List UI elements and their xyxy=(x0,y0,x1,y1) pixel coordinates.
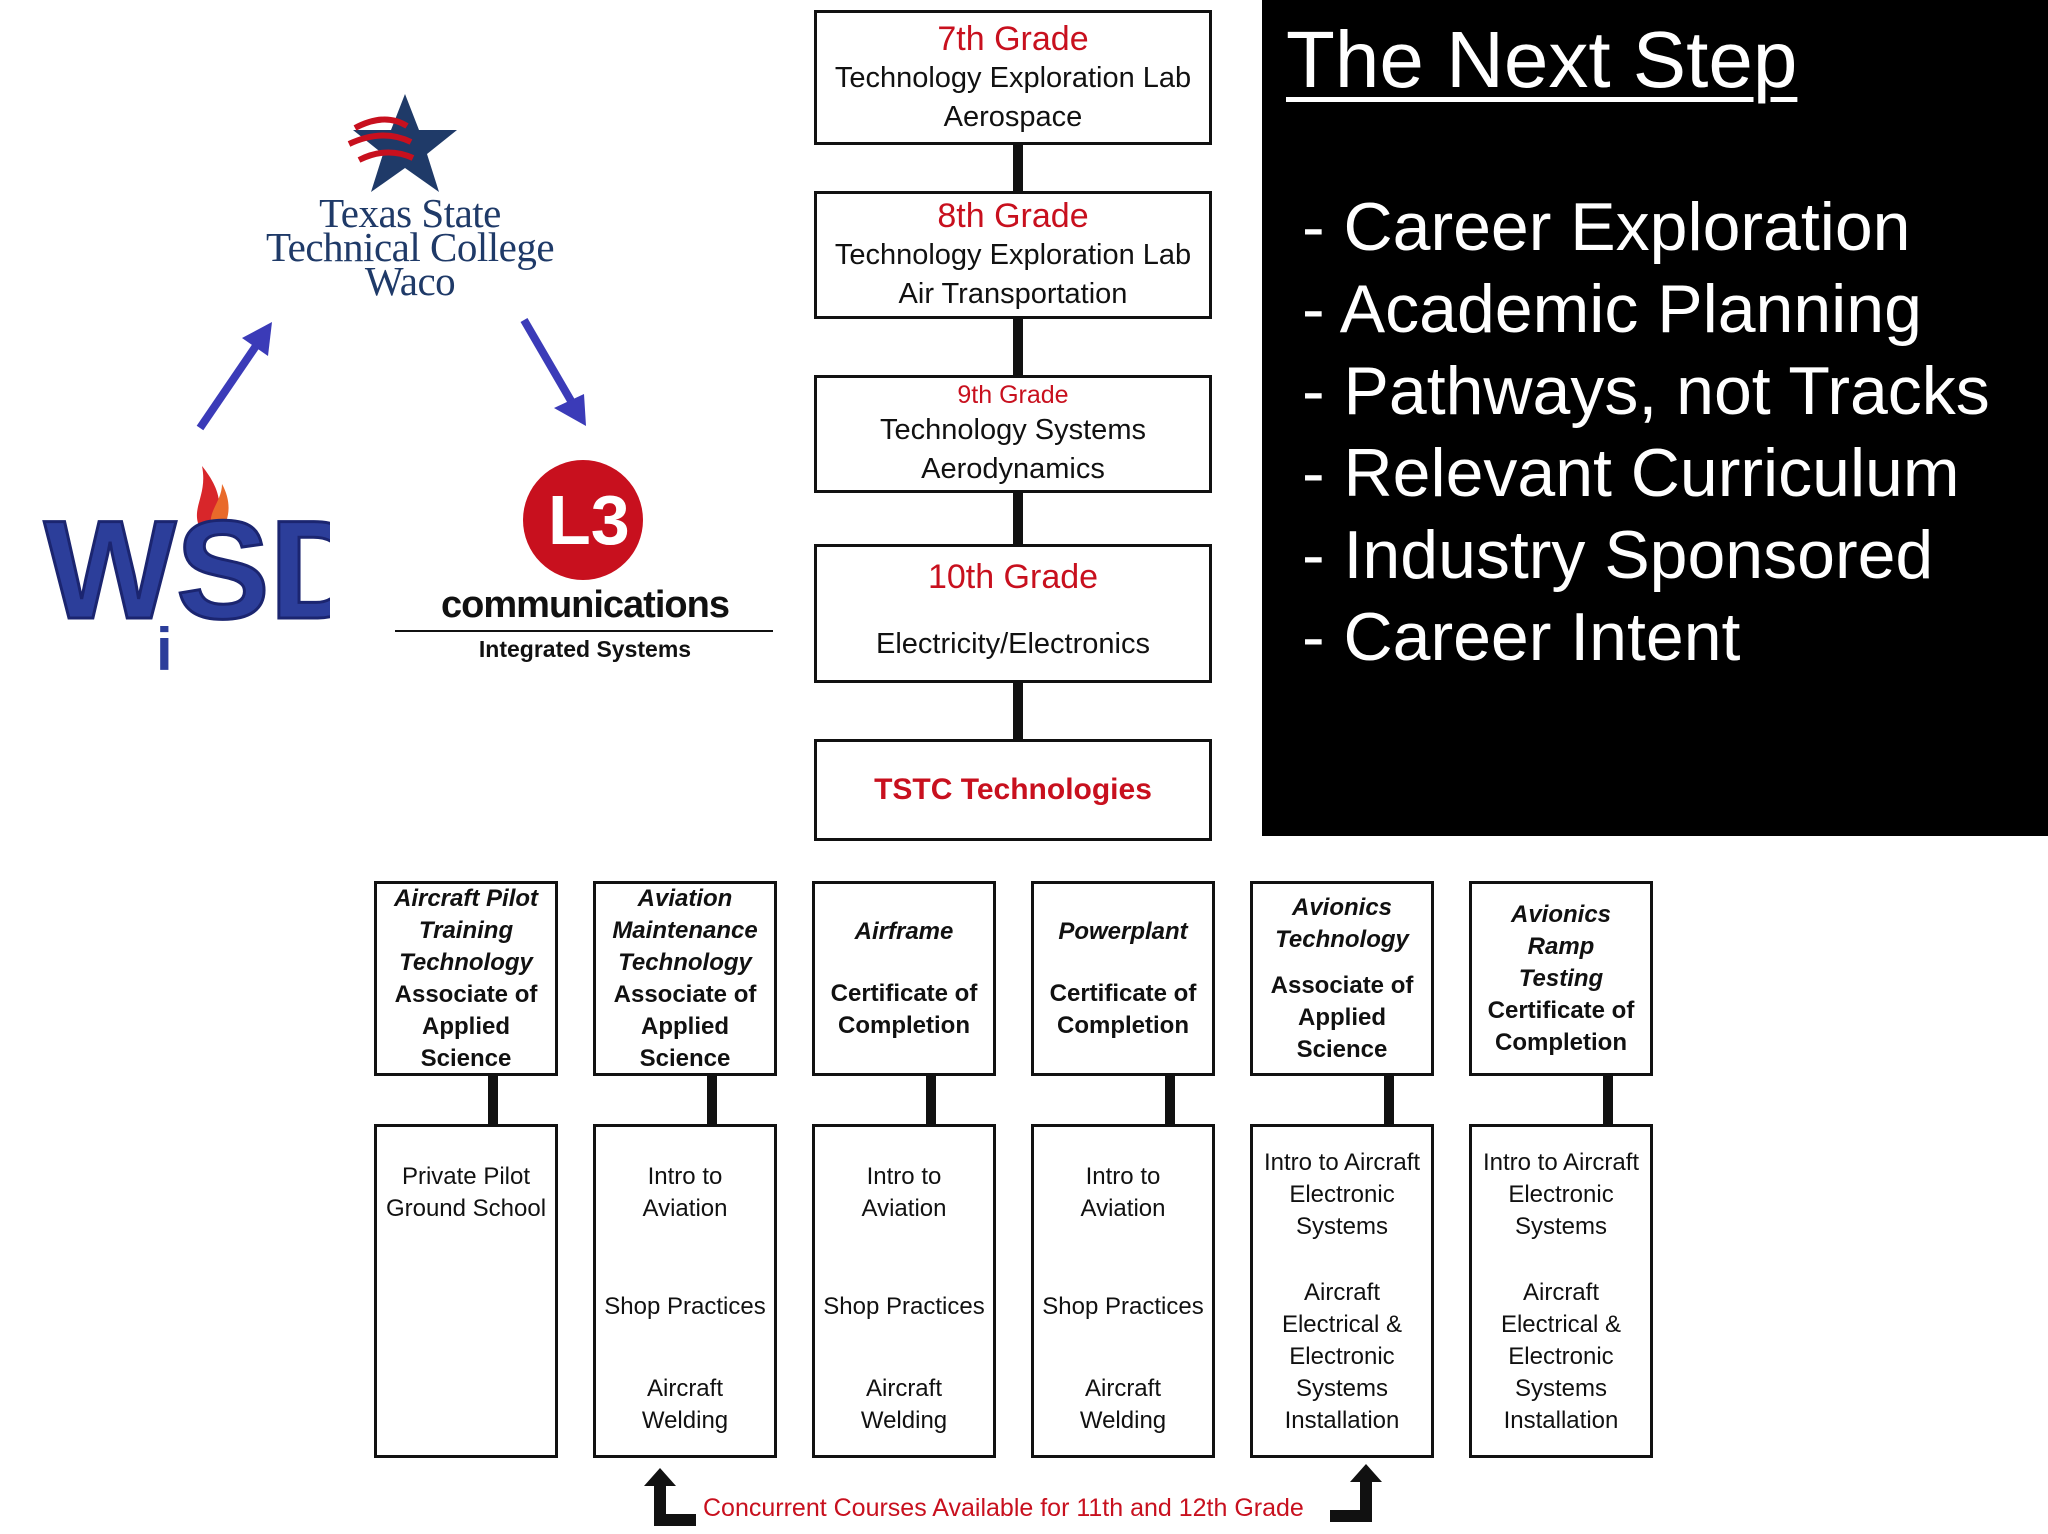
tstc-logo-text: Texas State Technical College Waco xyxy=(265,190,555,304)
panel-item: - Career Intent xyxy=(1302,599,1741,675)
course-box-pilot: Private Pilot Ground School xyxy=(374,1124,558,1458)
program-box-avionics-ramp-testing: Avionics Ramp Testing Certificate of Com… xyxy=(1469,881,1653,1076)
wisd-logo: WSD i xyxy=(43,466,330,683)
course-box-aviation-maintenance: Intro to Aviation Shop Practices Aircraf… xyxy=(593,1124,777,1458)
program-box-powerplant: Powerplant Certificate of Completion xyxy=(1031,881,1215,1076)
concurrent-courses-note: Concurrent Courses Available for 11th an… xyxy=(703,1494,1304,1522)
panel-item: - Pathways, not Tracks xyxy=(1302,353,1990,429)
course-item: Aircraft Welding xyxy=(641,1375,729,1434)
program-box-airframe: Airframe Certificate of Completion xyxy=(812,881,996,1076)
corner-up-arrow-icon xyxy=(1330,1464,1382,1522)
connector xyxy=(1384,1076,1394,1124)
course-box-powerplant: Intro to Aviation Shop Practices Aircraf… xyxy=(1031,1124,1215,1458)
l3-subtitle: Integrated Systems xyxy=(478,636,692,662)
divider xyxy=(395,630,773,632)
course-box-airframe: Intro to Aviation Shop Practices Aircraf… xyxy=(812,1124,996,1458)
connector xyxy=(1165,1076,1175,1124)
grade-box-8th: 8th Grade Technology Exploration Lab Air… xyxy=(814,191,1212,319)
panel-item: - Industry Sponsored xyxy=(1302,517,1934,593)
course-item: Intro to Aviation xyxy=(642,1163,728,1222)
panel-item: - Relevant Curriculum xyxy=(1302,435,1960,511)
course-item: Intro to Aircraft Electronic Systems xyxy=(1482,1149,1640,1240)
connector xyxy=(1013,493,1023,544)
corner-up-arrow-icon xyxy=(644,1468,696,1526)
grade-box-10th: 10th Grade Electricity/Electronics xyxy=(814,544,1212,683)
next-step-panel: The Next Step - Career Exploration - Aca… xyxy=(1262,0,2048,836)
up-arrow-icon xyxy=(196,322,272,431)
panel-list: - Career Exploration - Academic Planning… xyxy=(1302,186,1990,678)
course-item: Aircraft Welding xyxy=(860,1375,948,1434)
course-box-avionics-technology: Intro to Aircraft Electronic Systems Air… xyxy=(1250,1124,1434,1458)
connector xyxy=(1603,1076,1613,1124)
connector xyxy=(1013,145,1023,191)
course-item: Shop Practices xyxy=(604,1293,766,1320)
grade-box-9th: 9th Grade Technology Systems Aerodynamic… xyxy=(814,375,1212,493)
connector xyxy=(1013,319,1023,375)
course-item: Intro to Aviation xyxy=(1080,1163,1166,1222)
course-item: Intro to Aviation xyxy=(861,1163,947,1222)
panel-title: The Next Step xyxy=(1286,15,1798,104)
course-item: Aircraft Welding xyxy=(1079,1375,1167,1434)
course-item: Shop Practices xyxy=(1042,1293,1204,1320)
connector xyxy=(488,1076,498,1124)
course-item: Aircraft Electrical & Electronic Systems… xyxy=(1500,1279,1622,1434)
program-box-pilot: Aircraft Pilot Training Technology Assoc… xyxy=(374,881,558,1076)
grade-box-7th: 7th Grade Technology Exploration Lab Aer… xyxy=(814,10,1212,145)
tstc-technologies-box: TSTC Technologies xyxy=(814,739,1212,841)
course-box-avionics-ramp-testing: Intro to Aircraft Electronic Systems Air… xyxy=(1469,1124,1653,1458)
course-item: Shop Practices xyxy=(823,1293,985,1320)
panel-item: - Career Exploration xyxy=(1302,189,1911,265)
connector xyxy=(926,1076,936,1124)
course-item: Aircraft Electrical & Electronic Systems… xyxy=(1281,1279,1403,1434)
program-box-aviation-maintenance: Aviation Maintenance Technology Associat… xyxy=(593,881,777,1076)
course-item: Private Pilot Ground School xyxy=(385,1163,547,1222)
connector xyxy=(1013,683,1023,739)
program-box-avionics-technology: Avionics Technology Associate of Applied… xyxy=(1250,881,1434,1076)
down-arrow-icon xyxy=(520,317,586,426)
l3-company-name: communications xyxy=(441,584,730,626)
tstc-star-icon xyxy=(347,94,457,192)
svg-text:WSD: WSD xyxy=(44,491,330,648)
svg-text:i: i xyxy=(156,616,173,683)
panel-item: - Academic Planning xyxy=(1302,271,1922,347)
l3-logo-icon: L3 xyxy=(523,460,643,580)
course-item: Intro to Aircraft Electronic Systems xyxy=(1263,1149,1421,1240)
svg-text:L3: L3 xyxy=(548,481,630,559)
connector xyxy=(707,1076,717,1124)
